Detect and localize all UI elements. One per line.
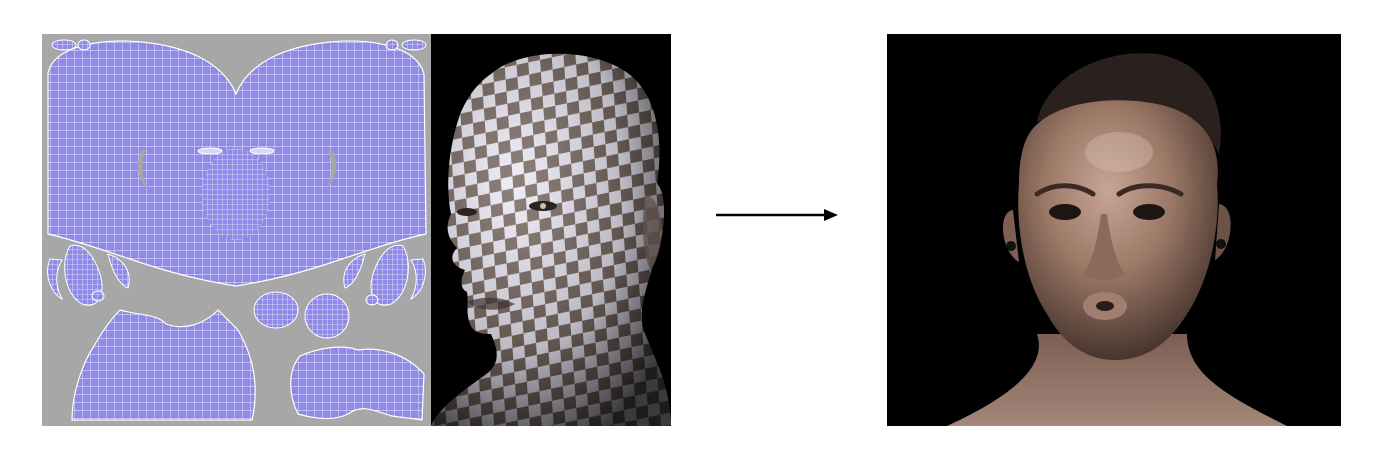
rendered-face-panel	[887, 34, 1341, 426]
uv-map-image	[47, 39, 427, 421]
rendered-face-image	[947, 53, 1287, 426]
uv-neck-piece	[71, 309, 256, 421]
uv-shoulder-piece	[290, 346, 425, 421]
checker-head-panel	[431, 34, 671, 426]
uv-layout-panel	[42, 34, 431, 426]
face-shape	[1018, 100, 1218, 360]
right-arrow-icon	[716, 209, 838, 221]
checker-head-image	[431, 53, 671, 426]
